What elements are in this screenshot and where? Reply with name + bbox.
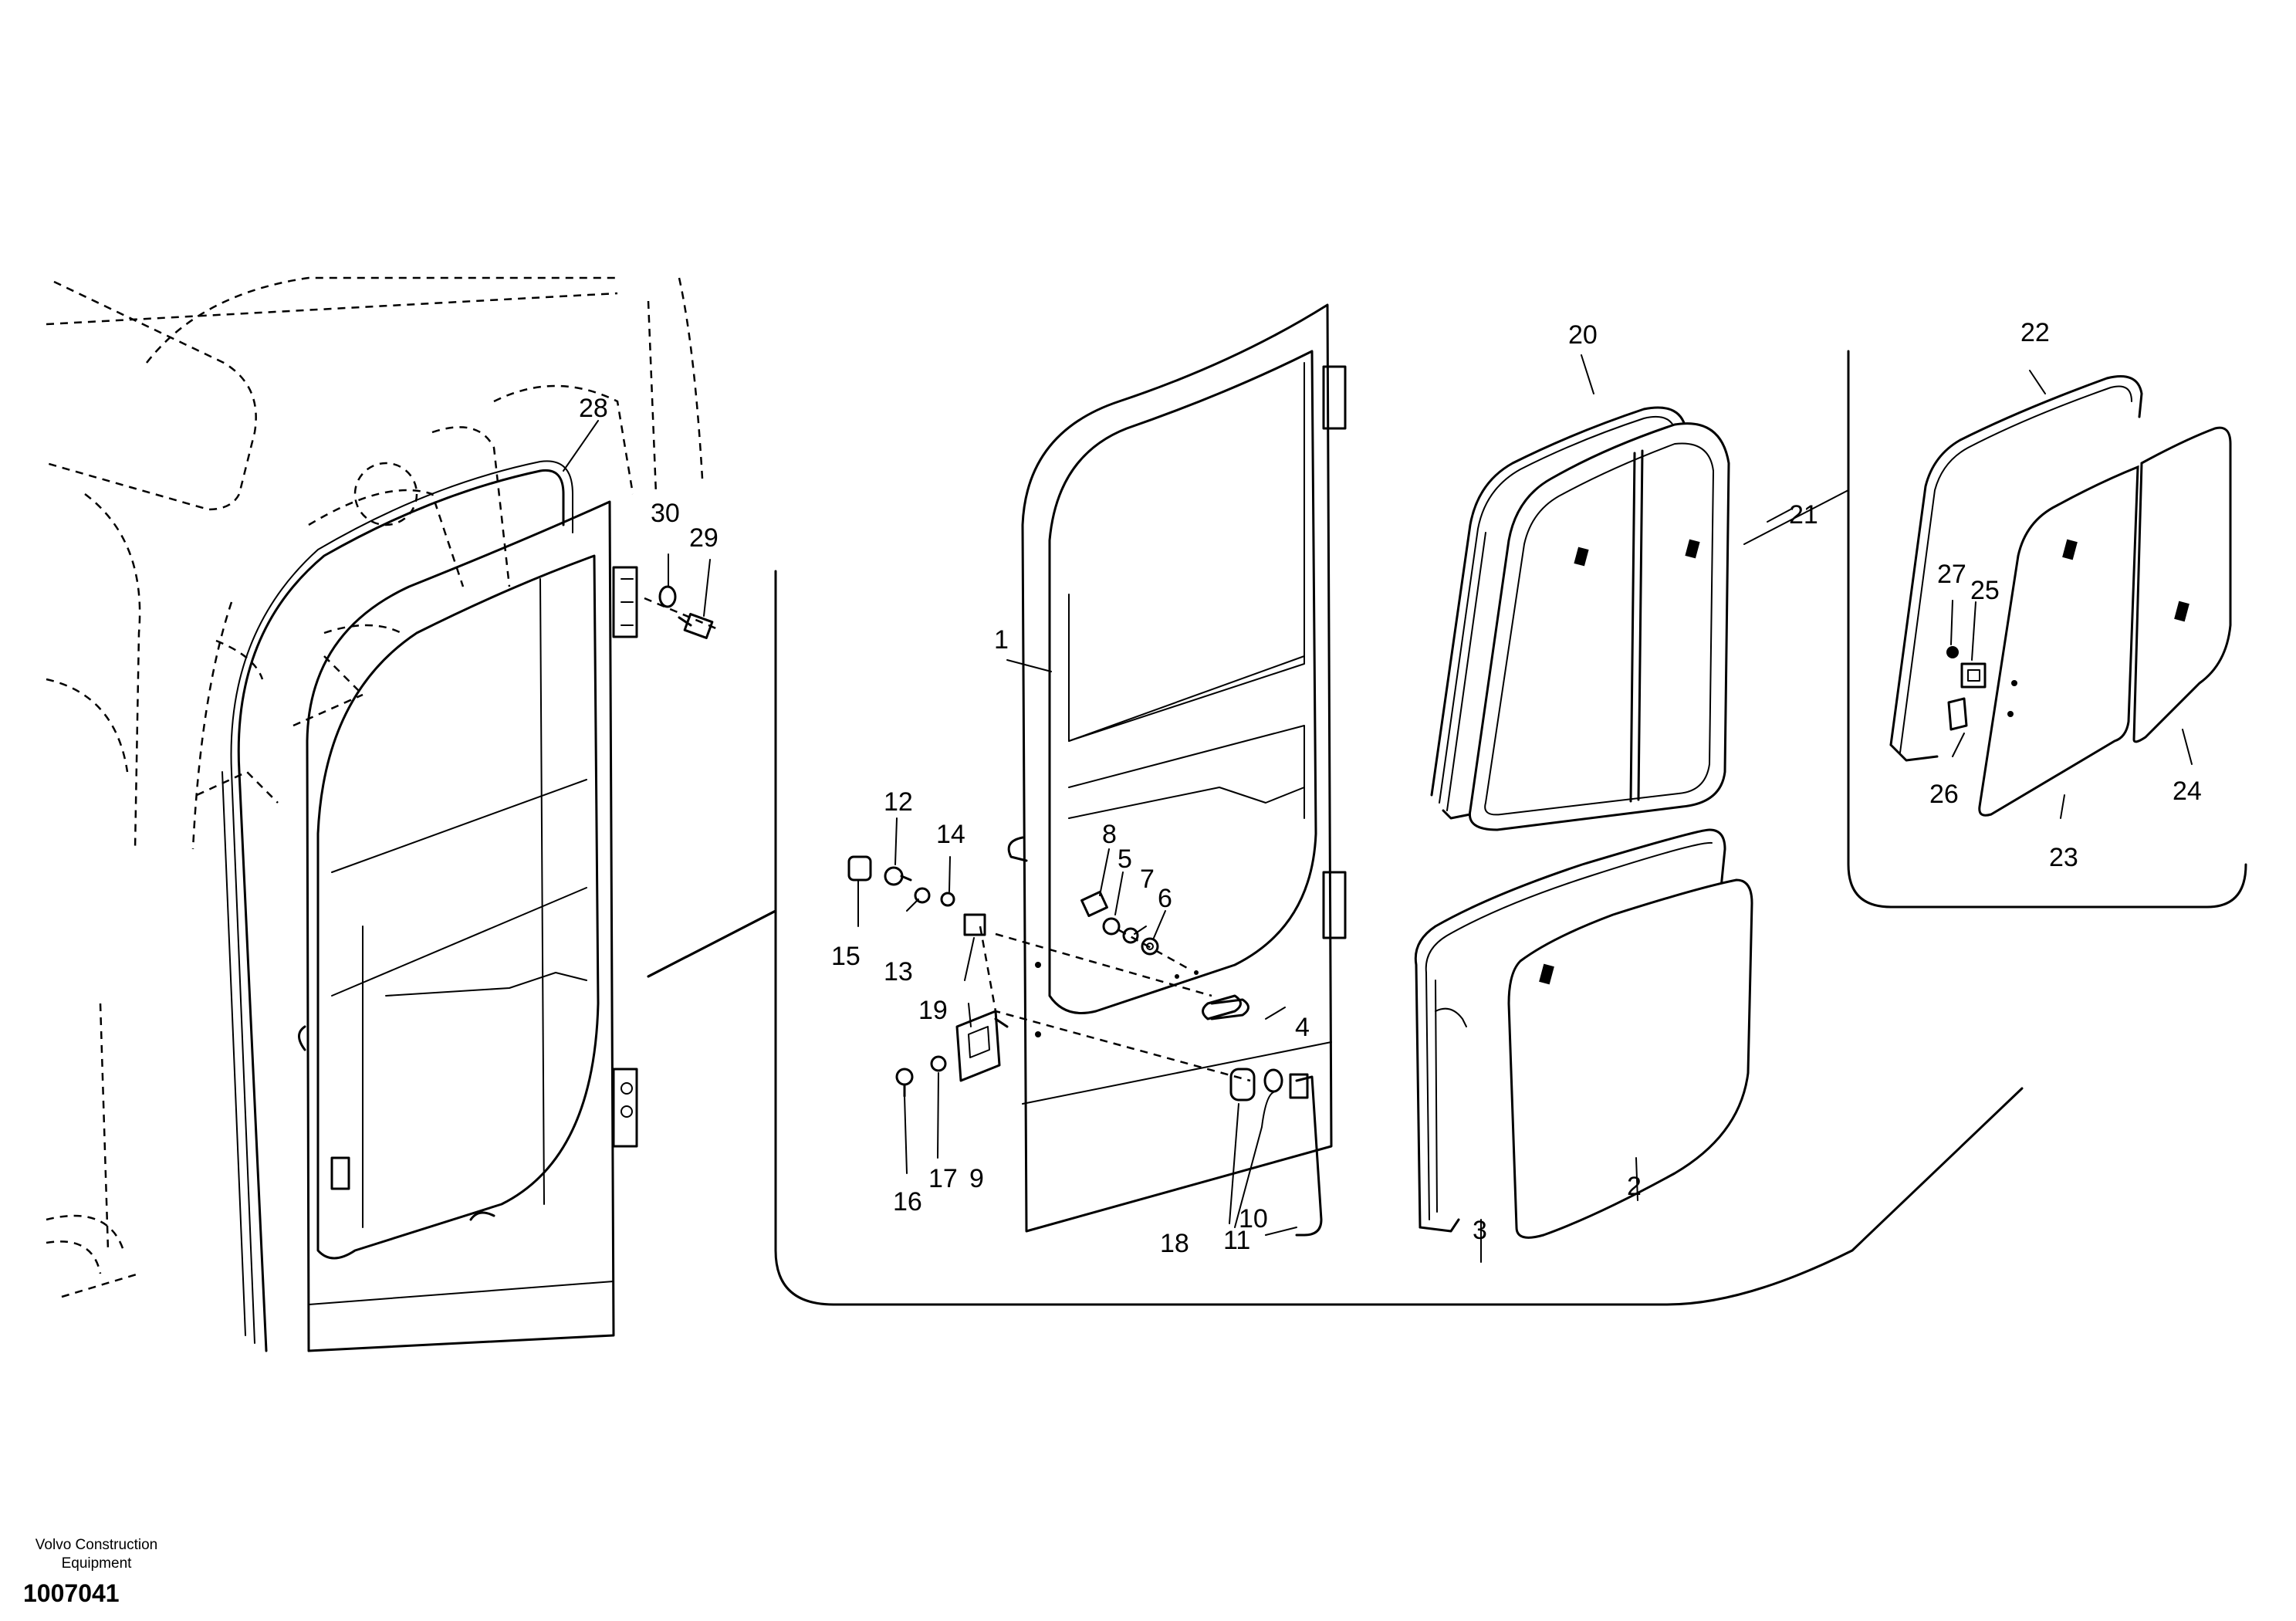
callout-2: 2 [1627,1172,1642,1201]
callout-29: 29 [689,523,719,553]
callout-26: 26 [1929,780,1959,809]
callout-10: 10 [1239,1204,1268,1234]
frame-22 [1889,375,2143,762]
part-11 [1289,1073,1323,1237]
window-frame-20 [1430,406,1730,831]
callout-14: 14 [936,820,965,849]
drawing-number: 1007041 [23,1579,120,1607]
part-5 [1102,917,1121,936]
callout-17: 17 [928,1164,958,1193]
left-door-handle [469,1211,495,1221]
callout-12: 12 [884,787,913,817]
callout-5: 5 [1118,844,1132,874]
callout-21: 21 [1789,500,1818,530]
washer-30 [658,585,677,608]
part-19 [963,913,986,936]
left-door-assembly [221,460,638,1352]
callout-16: 16 [893,1187,922,1217]
callout-8: 8 [1102,820,1117,849]
callout-11: 11 [1223,1226,1250,1255]
callout-30: 30 [651,499,680,528]
part-17 [930,1055,947,1072]
glass-mark [1574,539,1700,567]
door-1 [1007,303,1347,1233]
part-25 [1960,662,1987,689]
part-27 [1946,646,1959,658]
callout-18: 18 [1160,1229,1189,1258]
detail-bracket-21 [1847,350,2247,909]
left-door-frame [306,500,615,1352]
callout-25: 25 [1970,576,2000,605]
cab-outline-dashed [46,276,704,1298]
part-16 [895,1068,914,1098]
callout-28: 28 [579,394,608,423]
callout-13: 13 [884,957,913,986]
hinge-lower-left-door [612,1068,638,1148]
callout-23: 23 [2049,843,2078,872]
hinge-upper-left-door [612,566,638,638]
door-seal-28 [237,469,565,1352]
part-4 [1202,994,1242,1020]
glass-2 [1507,878,1753,1239]
callout-19: 19 [918,996,948,1025]
part-7 [1122,927,1139,944]
company-name-line-2: Equipment [61,1555,132,1572]
callout-24: 24 [2173,777,2202,806]
company-name-line-1: Volvo Construction [35,1537,158,1553]
callout-4: 4 [1295,1013,1310,1042]
callout-20: 20 [1568,320,1598,350]
glass-24 [2132,426,2232,743]
callout-9: 9 [969,1164,984,1193]
company-name: Volvo Construction Equipment [23,1536,170,1573]
glass-23 [1978,465,2139,817]
callout-15: 15 [831,942,861,971]
part-13 [914,887,931,904]
callout-labels: 1 2 3 4 5 6 7 8 9 10 11 12 13 14 15 16 1… [579,318,2202,1258]
callout-7: 7 [1140,865,1155,894]
callout-22: 22 [2020,318,2050,347]
part-10 [1263,1068,1283,1093]
part-18 [1229,1068,1256,1102]
part-9 [955,1010,1009,1082]
callout-27: 27 [1937,560,1966,589]
callout-3: 3 [1473,1216,1487,1245]
leader-lines [563,354,2193,1263]
part-12 [884,866,912,886]
window-seal-3 [1414,828,1726,1233]
bolt-29 [678,613,714,639]
callout-1: 1 [994,625,1009,655]
part-8 [1080,891,1108,917]
part-26 [1947,697,1968,731]
part-14 [940,892,955,907]
callout-6: 6 [1158,884,1172,913]
part-15 [847,855,872,882]
